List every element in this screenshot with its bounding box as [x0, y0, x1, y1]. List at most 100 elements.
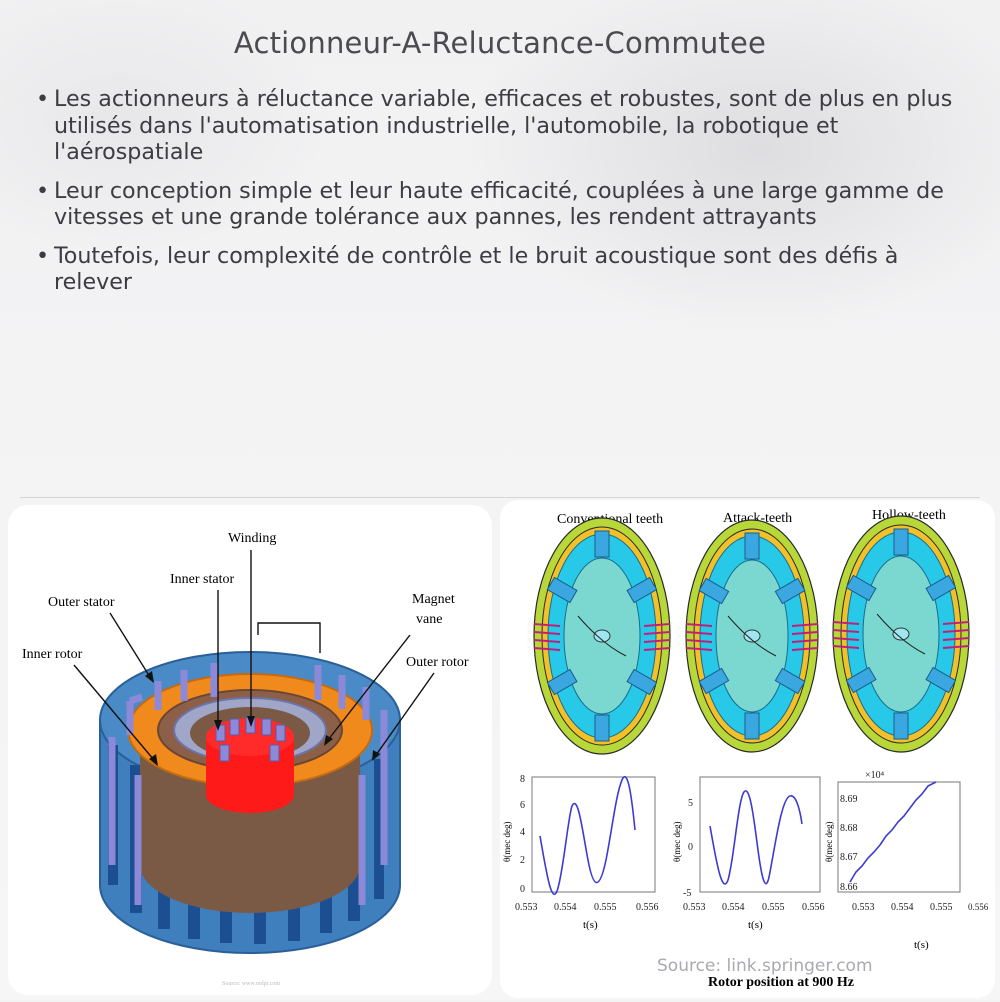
actuator-illustration-panel: Winding Inner stator Outer stator Inner …: [8, 505, 492, 995]
stator-tooth: [925, 574, 957, 602]
flux-line: [685, 647, 713, 651]
stator-tooth: [774, 667, 806, 695]
flux-line: [791, 639, 819, 643]
bullet-item: •Les actionneurs à réluctance variable, …: [32, 86, 967, 166]
label-leader-lines: [73, 550, 435, 761]
bullet-text: Toutefois, leur complexité de contrôle e…: [54, 242, 899, 296]
flux-line: [685, 623, 713, 627]
outer-coils: [108, 663, 388, 905]
motor-shaft: [593, 629, 611, 643]
plot2-ytick: -5: [683, 888, 691, 899]
bullet-text: Leur conception simple et leur haute eff…: [54, 177, 944, 231]
stator-tooth: [594, 530, 610, 558]
plot-frames: [531, 776, 961, 893]
plot2-xtick: 0.555: [762, 902, 785, 913]
motor-shaft: [892, 627, 910, 641]
plot2-xtick: 0.554: [722, 902, 745, 913]
stator-tooth: [744, 532, 760, 560]
flux-line: [791, 647, 819, 651]
stator-tooth: [546, 668, 578, 696]
plot2-xtick: 0.553: [683, 902, 706, 913]
motor-shaft: [743, 629, 761, 643]
plot3-xtick: 0.554: [891, 902, 914, 913]
actuator-illustration: Winding Inner stator Outer stator Inner …: [22, 531, 469, 987]
page-title: Actionneur-A-Reluctance-Commutee: [233, 26, 767, 60]
flux-line: [942, 637, 970, 641]
flux-line: [533, 639, 561, 643]
flux-line: [791, 623, 819, 627]
stator-tooth: [698, 667, 730, 695]
bullet-text: Les actionneurs à réluctance variable, e…: [54, 86, 953, 165]
flux-line: [832, 621, 860, 625]
plot1-xtick: 0.555: [594, 902, 617, 913]
plot1-xtick: 0.554: [554, 902, 577, 913]
source-credit: Source: link.springer.com: [657, 956, 873, 976]
plot2-xlabel: t(s): [748, 919, 763, 931]
plot3-curve: [849, 781, 937, 883]
stator-tooth: [594, 714, 610, 742]
flux-line: [942, 621, 970, 625]
flux-path: [876, 613, 926, 655]
plot1-ytick: 6: [520, 800, 525, 811]
plot3-ytick: 8.67: [840, 852, 858, 863]
plot3-ylabel: θ(mec deg): [824, 821, 834, 862]
plot3-xtick: 0.553: [852, 902, 875, 913]
flux-line: [685, 631, 713, 635]
stator-tooth: [698, 577, 730, 605]
stator-tooth: [626, 576, 658, 604]
stator-tooth: [845, 666, 877, 694]
plot2-xticks: 0.553 0.554 0.555 0.556: [683, 902, 825, 913]
teeth-comparison-panel: Conventional teeth Attack-teeth Hollow-t…: [500, 500, 995, 998]
plot1-ytick: 2: [520, 855, 525, 866]
label-inner-rotor: Inner rotor: [22, 647, 83, 662]
plot3-xtick: 0.555: [930, 902, 953, 913]
section-divider: [20, 497, 980, 498]
plot1-xtick: 0.553: [515, 902, 538, 913]
stator-tooth: [744, 712, 760, 740]
stator-tooth: [893, 712, 909, 740]
image-watermark: Source: www.mdpi.com: [222, 981, 280, 987]
stator-tooth: [546, 576, 578, 604]
flux-line: [832, 637, 860, 641]
plot3-ytick: 8.68: [840, 823, 858, 834]
flux-line: [832, 629, 860, 633]
plot3-yticks: 8.69 8.68 8.67 8.66: [840, 794, 858, 893]
flux-line: [643, 631, 671, 635]
plot1-xticks: 0.553 0.554 0.555 0.556: [515, 902, 659, 913]
flux-line: [942, 629, 970, 633]
flux-line: [533, 647, 561, 651]
plot2-xtick: 0.556: [802, 902, 825, 913]
plot1-xlabel: t(s): [583, 919, 598, 931]
stator-tooth: [845, 574, 877, 602]
plot1-ytick: 0: [520, 884, 525, 895]
label-winding: Winding: [228, 531, 276, 546]
plot1-curve: [539, 776, 636, 896]
bullet-dot-icon: •: [36, 86, 50, 112]
label-magnet: Magnet: [412, 592, 455, 607]
plot1-ylabel: θ(mec deg): [502, 821, 512, 862]
flux-line: [791, 631, 819, 635]
plot1-xtick: 0.556: [636, 902, 659, 913]
label-arrowheads: [145, 671, 380, 766]
teeth-comparison-figure: Conventional teeth Attack-teeth Hollow-t…: [502, 508, 989, 990]
plot3-xtick: 0.556: [968, 902, 989, 912]
plot2-ytick: 5: [688, 798, 693, 809]
bullet-dot-icon: •: [36, 177, 50, 204]
motor-cross-sections: [533, 515, 970, 755]
bullet-list: •Les actionneurs à réluctance variable, …: [32, 86, 967, 308]
figure-caption: Rotor position at 900 Hz: [708, 975, 854, 990]
label-outer-stator: Outer stator: [48, 595, 115, 610]
stator-tooth: [774, 577, 806, 605]
plot2-curve: [709, 790, 803, 885]
plot2-ylabel: θ(mec deg): [672, 821, 682, 862]
flux-line: [533, 623, 561, 627]
plot3-ytick: 8.66: [840, 882, 858, 893]
plot2-yticks: 5 0 -5: [683, 798, 693, 899]
plot1-yticks: 8 6 4 2 0: [520, 774, 525, 895]
flux-line: [643, 623, 671, 627]
label-inner-stator: Inner stator: [170, 572, 234, 587]
bullet-item: •Leur conception simple et leur haute ef…: [32, 178, 967, 231]
plot3-xticks: 0.553 0.554 0.555 0.556: [852, 902, 989, 913]
stator-tooth: [626, 668, 658, 696]
flux-line: [685, 639, 713, 643]
